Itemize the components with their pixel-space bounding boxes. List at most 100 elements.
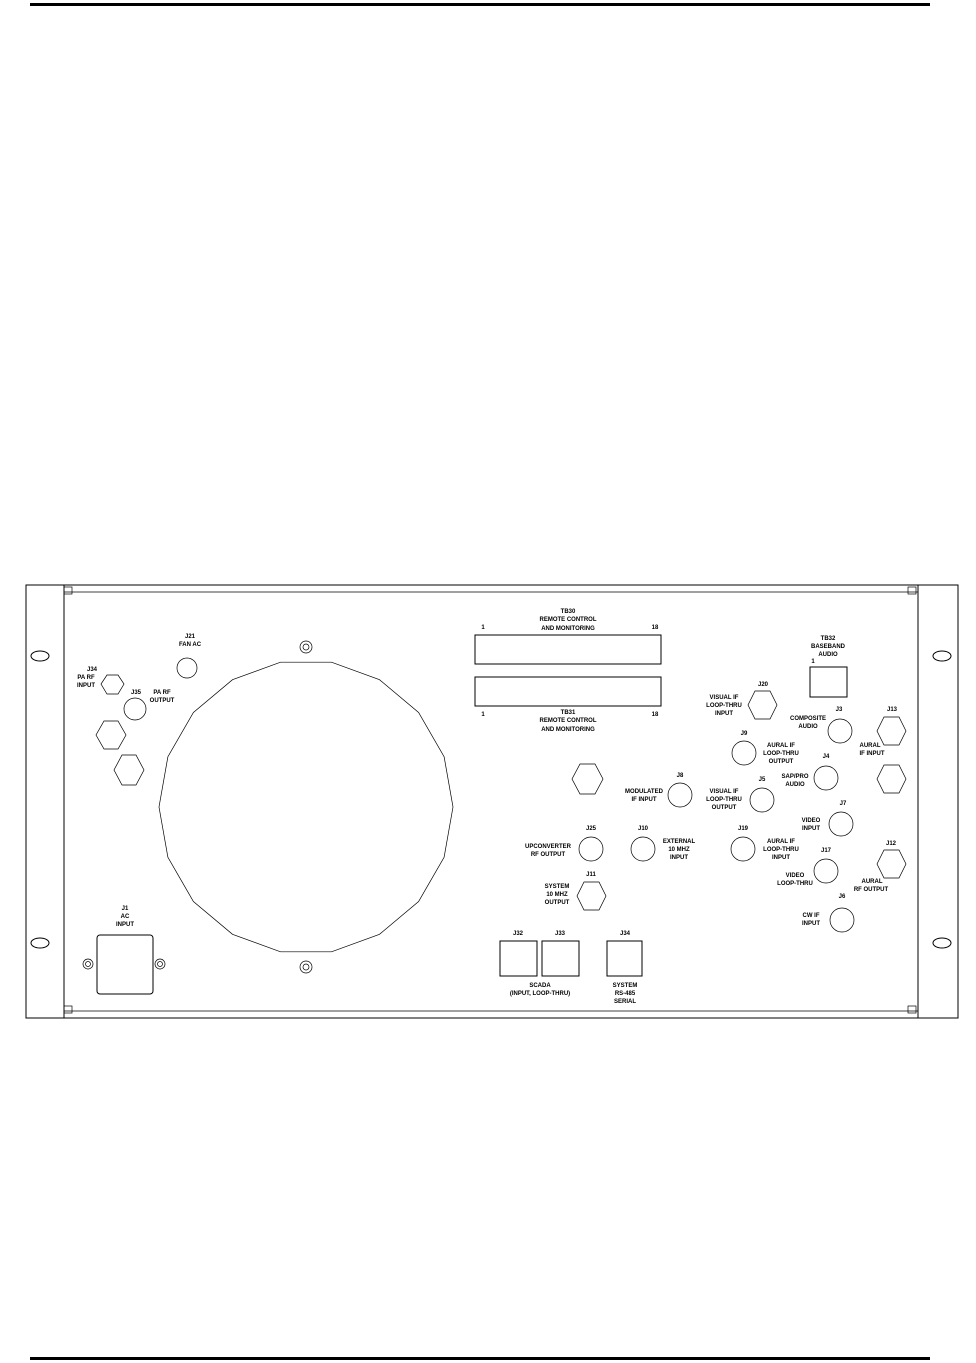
- aural-if-connector[interactable]: [876, 764, 907, 794]
- j12-label-2: RF OUTPUT: [854, 887, 889, 893]
- j3-label-1: COMPOSITE: [790, 716, 826, 722]
- j10-label-1: EXTERNAL: [663, 839, 696, 845]
- j3-label-2: AUDIO: [798, 724, 818, 730]
- tb32-title: TB32: [821, 636, 836, 642]
- fan-screw-top: [299, 640, 313, 654]
- j10-connector[interactable]: [630, 836, 656, 862]
- rack-slot: [30, 937, 50, 949]
- j34-connector[interactable]: [100, 674, 125, 695]
- j25-label-2: RF OUTPUT: [531, 852, 566, 858]
- rack-slot: [932, 937, 952, 949]
- tb30-terminal-block[interactable]: [474, 634, 662, 665]
- j13-connector[interactable]: [876, 716, 907, 746]
- j19-label-3: INPUT: [772, 855, 790, 861]
- j17-label-2: LOOP-THRU: [777, 881, 813, 887]
- j34-label-2: INPUT: [77, 683, 95, 689]
- j7-connector[interactable]: [828, 811, 854, 837]
- j9-label-1: AURAL IF: [767, 743, 795, 749]
- corner-tab: [907, 586, 917, 595]
- system-label-3: SERIAL: [614, 999, 636, 1005]
- j4-connector[interactable]: [813, 765, 839, 791]
- j4-label-2: AUDIO: [785, 782, 805, 788]
- tb32-terminal-block[interactable]: [809, 666, 848, 698]
- j9-label-2: LOOP-THRU: [763, 751, 799, 757]
- j35-connector[interactable]: [123, 697, 147, 721]
- j33-scada-jack[interactable]: [541, 940, 580, 977]
- tb31-title: TB31: [561, 710, 576, 716]
- j5-label-1: VISUAL IF: [710, 789, 739, 795]
- j20-label-1: VISUAL IF: [710, 695, 739, 701]
- j3-id: J3: [836, 707, 843, 713]
- tb31-pin-18: 18: [652, 712, 659, 718]
- j17-connector[interactable]: [813, 858, 839, 884]
- j19-connector[interactable]: [730, 836, 756, 862]
- j8-label-1: MODULATED: [625, 789, 664, 795]
- j13-label-2: IF INPUT: [860, 751, 885, 757]
- fan-screw-bottom: [299, 960, 313, 974]
- j7-label-2: INPUT: [802, 826, 820, 832]
- pa-rf-connector[interactable]: [113, 754, 145, 786]
- j6-label-2: INPUT: [802, 921, 820, 927]
- rack-slot: [30, 650, 50, 662]
- corner-tab: [63, 1005, 73, 1014]
- j1-label-1: AC: [121, 914, 130, 920]
- j21-desc: FAN AC: [179, 642, 202, 648]
- j34-label-1: PA RF: [77, 675, 95, 681]
- system-label-2: RS-485: [615, 991, 636, 997]
- chassis-outline: [25, 584, 959, 1019]
- tb31-terminal-block[interactable]: [474, 676, 662, 707]
- j25-connector[interactable]: [578, 836, 604, 862]
- corner-tab: [63, 586, 73, 595]
- j35-label-2: OUTPUT: [150, 698, 175, 704]
- j9-connector[interactable]: [731, 740, 757, 766]
- j21-connector[interactable]: [176, 657, 198, 679]
- j34b-id: J34: [620, 931, 631, 937]
- j35-id: J35: [131, 690, 142, 696]
- pa-rf-connector[interactable]: [95, 720, 127, 750]
- j12-connector[interactable]: [876, 849, 907, 879]
- tb32-pin-1: 1: [811, 659, 815, 665]
- tb31-sub-2: AND MONITORING: [541, 727, 595, 733]
- j21-id: J21: [185, 634, 196, 640]
- j17-id: J17: [821, 848, 832, 854]
- tb30-pin-18: 18: [652, 625, 659, 631]
- j3-connector[interactable]: [827, 718, 853, 744]
- j11-label-1: SYSTEM: [545, 884, 570, 890]
- center-connector[interactable]: [571, 763, 604, 795]
- j7-id: J7: [840, 801, 847, 807]
- j1-id: J1: [122, 906, 129, 912]
- j5-connector[interactable]: [749, 787, 775, 813]
- ac-inlet-screw: [82, 958, 94, 970]
- j20-id: J20: [758, 682, 769, 688]
- tb30-sub-2: AND MONITORING: [541, 626, 595, 632]
- j10-label-3: INPUT: [670, 855, 688, 861]
- tb31-sub-1: REMOTE CONTROL: [540, 718, 597, 724]
- bottom-rule: [30, 1357, 930, 1360]
- system-label-1: SYSTEM: [613, 983, 638, 989]
- j11-id: J11: [586, 872, 596, 878]
- j10-label-2: 10 MHZ: [668, 847, 690, 853]
- j34-id: J34: [87, 667, 98, 673]
- j6-label-1: CW IF: [803, 913, 820, 919]
- corner-tab: [907, 1005, 917, 1014]
- j20-label-2: LOOP-THRU: [706, 703, 742, 709]
- tb30-sub-1: REMOTE CONTROL: [540, 617, 597, 623]
- j20-connector[interactable]: [747, 690, 778, 720]
- j8-label-2: IF INPUT: [632, 797, 657, 803]
- j1-ac-inlet[interactable]: [96, 934, 154, 995]
- j35-label-1: PA RF: [153, 690, 171, 696]
- j11-label-3: OUTPUT: [545, 900, 570, 906]
- j8-connector[interactable]: [667, 782, 693, 808]
- j11-connector[interactable]: [576, 881, 607, 911]
- j4-id: J4: [823, 754, 830, 760]
- j6-connector[interactable]: [829, 907, 855, 933]
- j12-id: J12: [886, 841, 897, 847]
- j25-label-1: UPCONVERTER: [525, 844, 572, 850]
- j32-scada-jack[interactable]: [499, 940, 538, 977]
- j13-id: J13: [887, 707, 898, 713]
- ac-inlet-screw: [154, 958, 166, 970]
- j5-label-3: OUTPUT: [712, 805, 737, 811]
- j34-rs485-jack[interactable]: [606, 940, 643, 977]
- tb30-pin-1: 1: [481, 625, 485, 631]
- j5-label-2: LOOP-THRU: [706, 797, 742, 803]
